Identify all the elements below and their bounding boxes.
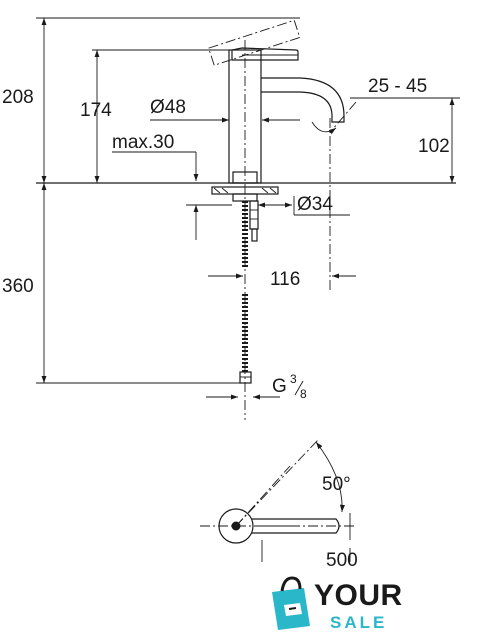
dim-thread-denominator: 8 bbox=[300, 387, 307, 401]
dim-angle-50: 50° bbox=[322, 474, 351, 495]
dim-thread-g: G bbox=[272, 376, 287, 397]
watermark-logo: YOUR SALE bbox=[240, 570, 492, 640]
mounting bbox=[211, 186, 279, 242]
dim-208: 208 bbox=[2, 87, 34, 108]
side-view: 208 174 Ø48 max.30 25 - 45 102 Ø34 116 3… bbox=[2, 17, 460, 420]
watermark-word-1: YOUR bbox=[314, 579, 403, 612]
spout bbox=[261, 77, 345, 123]
dim-angle-25-45: 25 - 45 bbox=[368, 76, 427, 97]
dim-thread-numerator: 3 bbox=[290, 372, 297, 386]
dim-500: 500 bbox=[326, 550, 358, 571]
dim-diameter-48: Ø48 bbox=[150, 97, 186, 118]
hose-connector bbox=[239, 371, 252, 384]
top-body-circle bbox=[218, 508, 254, 544]
watermark-word-2: SALE bbox=[330, 613, 387, 632]
top-lever bbox=[252, 518, 340, 534]
top-view: 50° 500 bbox=[200, 439, 358, 571]
lever bbox=[208, 19, 301, 66]
dim-102: 102 bbox=[418, 136, 450, 157]
dim-116: 116 bbox=[270, 269, 300, 290]
shopping-bag-icon bbox=[272, 576, 310, 630]
dim-max-30: max.30 bbox=[112, 132, 174, 153]
dim-diameter-34: Ø34 bbox=[297, 194, 333, 215]
dim-360: 360 bbox=[2, 276, 34, 297]
dim-174: 174 bbox=[80, 100, 112, 121]
